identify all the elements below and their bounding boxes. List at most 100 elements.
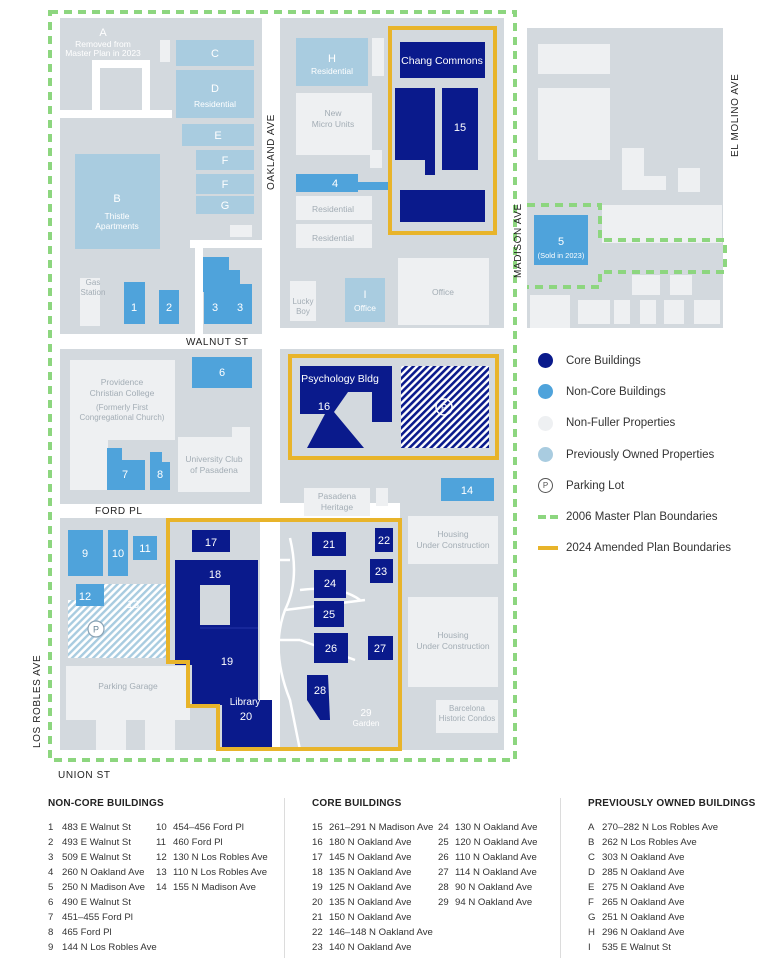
list-item-address: 146–148 N Oakland Ave: [329, 927, 433, 938]
svg-text:Residential: Residential: [194, 99, 236, 109]
svg-text:F: F: [222, 155, 229, 167]
list-item-address: 262 N Los Robles Ave: [602, 837, 697, 848]
list-item-address: 493 E Walnut St: [62, 837, 131, 848]
list-item-number: 6: [48, 897, 54, 908]
svg-text:Psychology Bldg: Psychology Bldg: [301, 373, 379, 385]
svg-text:G: G: [221, 200, 230, 212]
list-item-address: 483 E Walnut St: [62, 822, 131, 833]
list-item-address: 125 N Oakland Ave: [329, 882, 412, 893]
list-item-number: 14: [156, 882, 167, 893]
svg-text:7: 7: [122, 469, 128, 481]
svg-text:19: 19: [221, 656, 233, 668]
svg-text:C: C: [211, 48, 219, 60]
svg-text:17: 17: [205, 537, 217, 549]
list-item-address: 114 N Oakland Ave: [455, 867, 537, 878]
union-st-label: UNION ST: [58, 770, 111, 781]
parking-lot-13: [68, 600, 168, 658]
core-buildings: [175, 42, 485, 747]
svg-text:26: 26: [325, 643, 337, 655]
svg-text:15: 15: [454, 122, 466, 134]
core-swatch-icon: [538, 353, 553, 369]
svg-text:Pasadena: Pasadena: [318, 491, 357, 501]
list-divider: [284, 798, 285, 958]
svg-text:24: 24: [324, 578, 336, 590]
non-core-list: NON-CORE BUILDINGS: [48, 798, 164, 817]
building-18-courtyard: [200, 585, 230, 625]
list-item-number: 8: [48, 927, 54, 938]
svg-text:Under Construction: Under Construction: [416, 641, 490, 651]
svg-text:B: B: [113, 193, 120, 205]
list-item-number: H: [588, 927, 595, 938]
svg-text:Residential: Residential: [311, 66, 353, 76]
list-item-number: 2: [48, 837, 54, 848]
list-item-number: 24: [438, 822, 449, 833]
svg-text:Station: Station: [81, 288, 106, 297]
list-item-address: 490 E Walnut St: [62, 897, 131, 908]
svg-text:Residential: Residential: [312, 233, 354, 243]
svg-text:Apartments: Apartments: [95, 221, 138, 231]
svg-text:Providence: Providence: [101, 377, 144, 387]
list-item-number: 16: [312, 837, 323, 848]
svg-text:Boy: Boy: [296, 307, 310, 316]
list-item-number: 1: [48, 822, 54, 833]
svg-text:Master Plan in 2023: Master Plan in 2023: [65, 48, 141, 58]
list-item-address: 180 N Oakland Ave: [329, 837, 412, 848]
street-details: [60, 18, 527, 750]
list-item-number: 9: [48, 942, 54, 953]
svg-text:University Club: University Club: [185, 454, 242, 464]
svg-text:(Sold in 2023): (Sold in 2023): [538, 251, 585, 260]
non-fuller-properties: [66, 38, 722, 750]
svg-text:3: 3: [237, 302, 243, 314]
svg-text:12: 12: [79, 591, 91, 603]
previously-owned-list: PREVIOUSLY OWNED BUILDINGS: [588, 798, 755, 817]
list-item-number: C: [588, 852, 595, 863]
list-item-number: 12: [156, 852, 167, 863]
svg-text:Housing: Housing: [437, 630, 468, 640]
list-item-address: 150 N Oakland Ave: [329, 912, 412, 923]
previously-owned-properties: [75, 38, 385, 322]
svg-text:Barcelona: Barcelona: [449, 704, 486, 713]
list-divider: [560, 798, 561, 958]
svg-text:Lucky: Lucky: [293, 297, 314, 306]
svg-text:F: F: [222, 179, 229, 191]
svg-text:23: 23: [375, 566, 387, 578]
list-item-number: E: [588, 882, 595, 893]
list-item-number: 23: [312, 942, 323, 953]
svg-text:4: 4: [332, 178, 338, 190]
list-item: 16 180 N Oakland Ave: [312, 835, 433, 850]
svg-text:P: P: [441, 403, 447, 413]
non-core-buildings: [68, 174, 588, 606]
legend-core: Core Buildings: [538, 345, 763, 376]
svg-text:(Formerly First: (Formerly First: [96, 403, 149, 412]
list-item-address: 260 N Oakland Ave: [62, 867, 145, 878]
previously-owned-heading: PREVIOUSLY OWNED BUILDINGS: [588, 798, 756, 809]
list-item-number: 11: [156, 837, 166, 848]
non-core-swatch-icon: [538, 384, 553, 400]
svg-text:14: 14: [461, 485, 473, 497]
street-labels: OAKLAND AVE WALNUT ST FORD PL MADISON AV…: [32, 74, 741, 781]
svg-text:Garden: Garden: [353, 719, 380, 728]
svg-text:Chang Commons: Chang Commons: [401, 55, 483, 67]
